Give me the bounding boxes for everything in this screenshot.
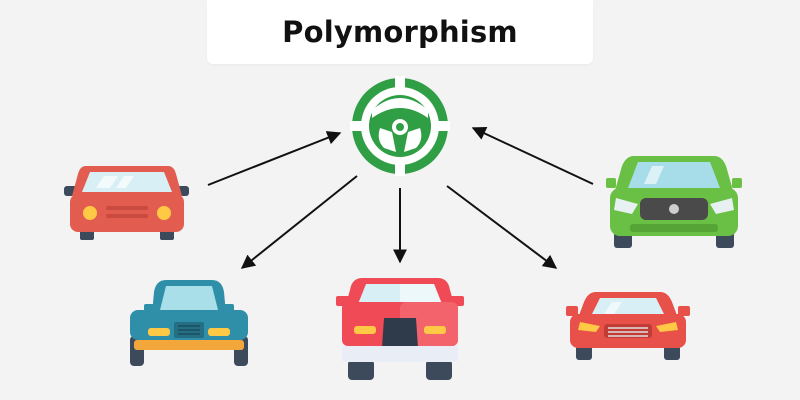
arrow-hub-to-right-sedan: [446, 185, 558, 269]
arrow-right-car-to-hub: [471, 126, 594, 185]
arrow-hub-to-blue-car: [240, 175, 358, 269]
arrow-left-car-to-hub: [207, 131, 342, 186]
green-suv-icon: [606, 156, 742, 248]
diagram-title: Polymorphism: [282, 15, 518, 49]
red-hatchback-car-icon: [566, 292, 690, 360]
connector-arrows: [207, 126, 594, 269]
red-sedan-car-icon: [336, 278, 464, 380]
red-compact-car-icon: [64, 166, 189, 240]
blue-vintage-car-icon: [130, 280, 248, 366]
steering-wheel-icon: [350, 76, 450, 176]
title-card: Polymorphism: [207, 0, 593, 64]
